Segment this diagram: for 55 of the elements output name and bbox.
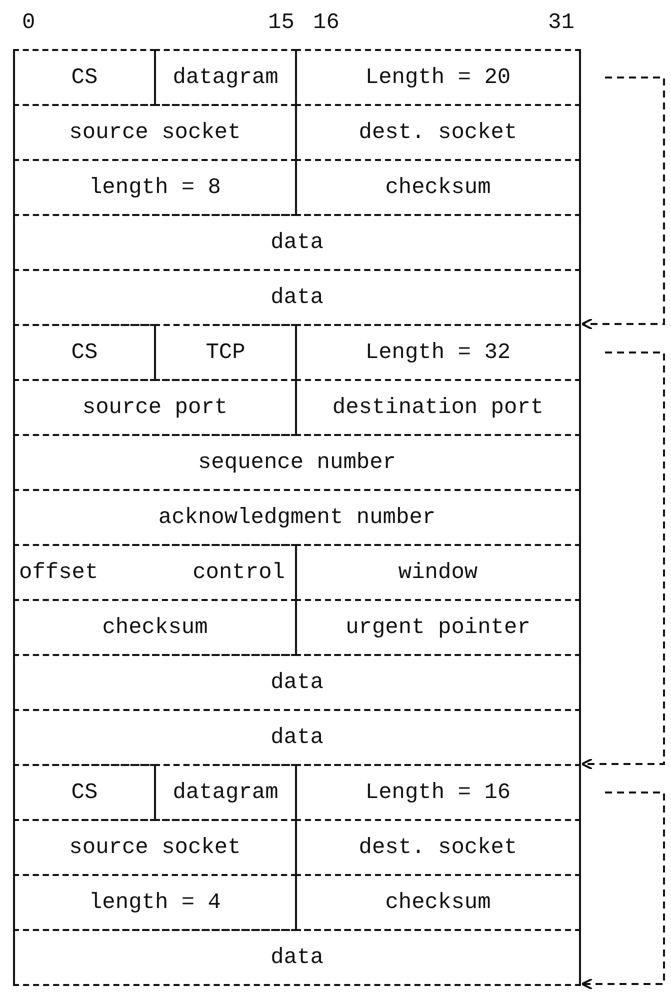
length-arrow: [581, 352, 665, 770]
field-name: sequence number: [198, 450, 396, 475]
field-name: offset: [19, 560, 98, 585]
field-cell: [13, 764, 156, 821]
field-name: CS: [71, 65, 98, 90]
field-cell: [13, 544, 297, 601]
field-cell: [13, 379, 297, 436]
field-cell: [13, 709, 581, 766]
field-name: checksum: [385, 890, 491, 915]
field-name: datagram: [172, 780, 278, 805]
field-name: data: [270, 670, 324, 695]
field-cell: [13, 654, 581, 711]
field-cell: [13, 434, 581, 491]
bit-number: 0: [22, 10, 36, 35]
field-name: Length = 32: [365, 340, 511, 365]
field-cell: [13, 599, 297, 656]
field-cell: [13, 159, 297, 216]
field-cell: [13, 489, 581, 546]
field-name: CS: [71, 340, 98, 365]
field-name: length = 8: [88, 175, 222, 200]
field-name: data: [270, 230, 324, 255]
field-cell: [154, 49, 297, 106]
field-name: dest. socket: [358, 835, 518, 860]
field-name: data: [270, 725, 324, 750]
field-name: CS: [71, 780, 98, 805]
field-name: control: [192, 560, 285, 585]
field-cell: [13, 324, 156, 381]
field-name: acknowledgment number: [158, 505, 436, 530]
length-arrow: [581, 76, 665, 330]
field-name: data: [270, 285, 324, 310]
field-name: window: [398, 560, 478, 585]
field-cell: [13, 874, 297, 931]
field-cell: [13, 269, 581, 326]
field-cell: [13, 214, 581, 271]
field-name: TCP: [206, 340, 246, 365]
field-name: source socket: [69, 120, 241, 145]
field-name: dest. socket: [358, 120, 518, 145]
field-name: source port: [82, 395, 228, 420]
field-name: checksum: [102, 615, 208, 640]
field-name: length = 4: [88, 890, 222, 915]
field-name: data: [270, 945, 324, 970]
field-name: urgent pointer: [346, 615, 530, 640]
field-name: checksum: [385, 175, 491, 200]
field-name: Length = 16: [365, 780, 511, 805]
field-name: datagram: [172, 65, 278, 90]
field-cell: [13, 49, 156, 106]
bit-number: 31: [548, 10, 574, 35]
field-name: source socket: [69, 835, 241, 860]
field-cell: [295, 49, 581, 106]
field-name: destination port: [332, 395, 544, 420]
length-arrow: [581, 792, 665, 990]
field-cell: [13, 929, 581, 986]
field-name: Length = 20: [365, 65, 511, 90]
bit-number: 16: [313, 10, 340, 35]
bit-number: 15: [268, 10, 294, 35]
